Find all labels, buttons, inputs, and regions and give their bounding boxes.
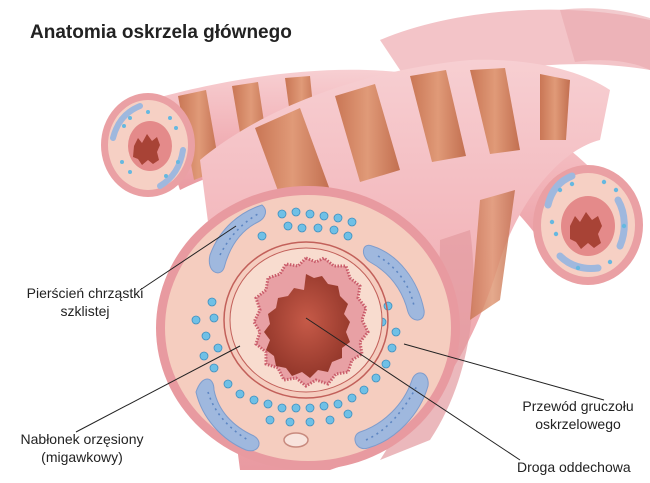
small-cross-section-right [533,165,643,285]
label-airway: Droga oddechowa [517,459,631,475]
label-cartilage-line2: szklistej [60,303,110,319]
label-ciliated-epithelium: Nabłonek orzęsiony (migawkowy) [2,430,162,466]
label-epithelium-line1: Nabłonek orzęsiony [20,431,144,447]
label-cartilage-line1: Pierścień chrząstki [26,285,144,301]
label-cartilage-ring: Pierścień chrząstki szklistej [2,284,168,320]
main-cross-section [156,186,460,470]
label-epithelium-line2: (migawkowy) [41,449,123,465]
label-gland-duct-line1: Przewód gruczołu [522,398,634,414]
bronchial-glands [191,207,401,427]
airway-lumen [264,274,350,378]
label-gland-duct: Przewód gruczołu oskrzelowego [510,397,646,433]
cartilage-plates [195,204,429,452]
label-gland-duct-line2: oskrzelowego [535,416,621,432]
leader-lines [75,225,605,461]
duct-opening [283,432,309,448]
small-cross-section-left [101,93,195,197]
page-title: Anatomia oskrzela głównego [30,22,292,43]
